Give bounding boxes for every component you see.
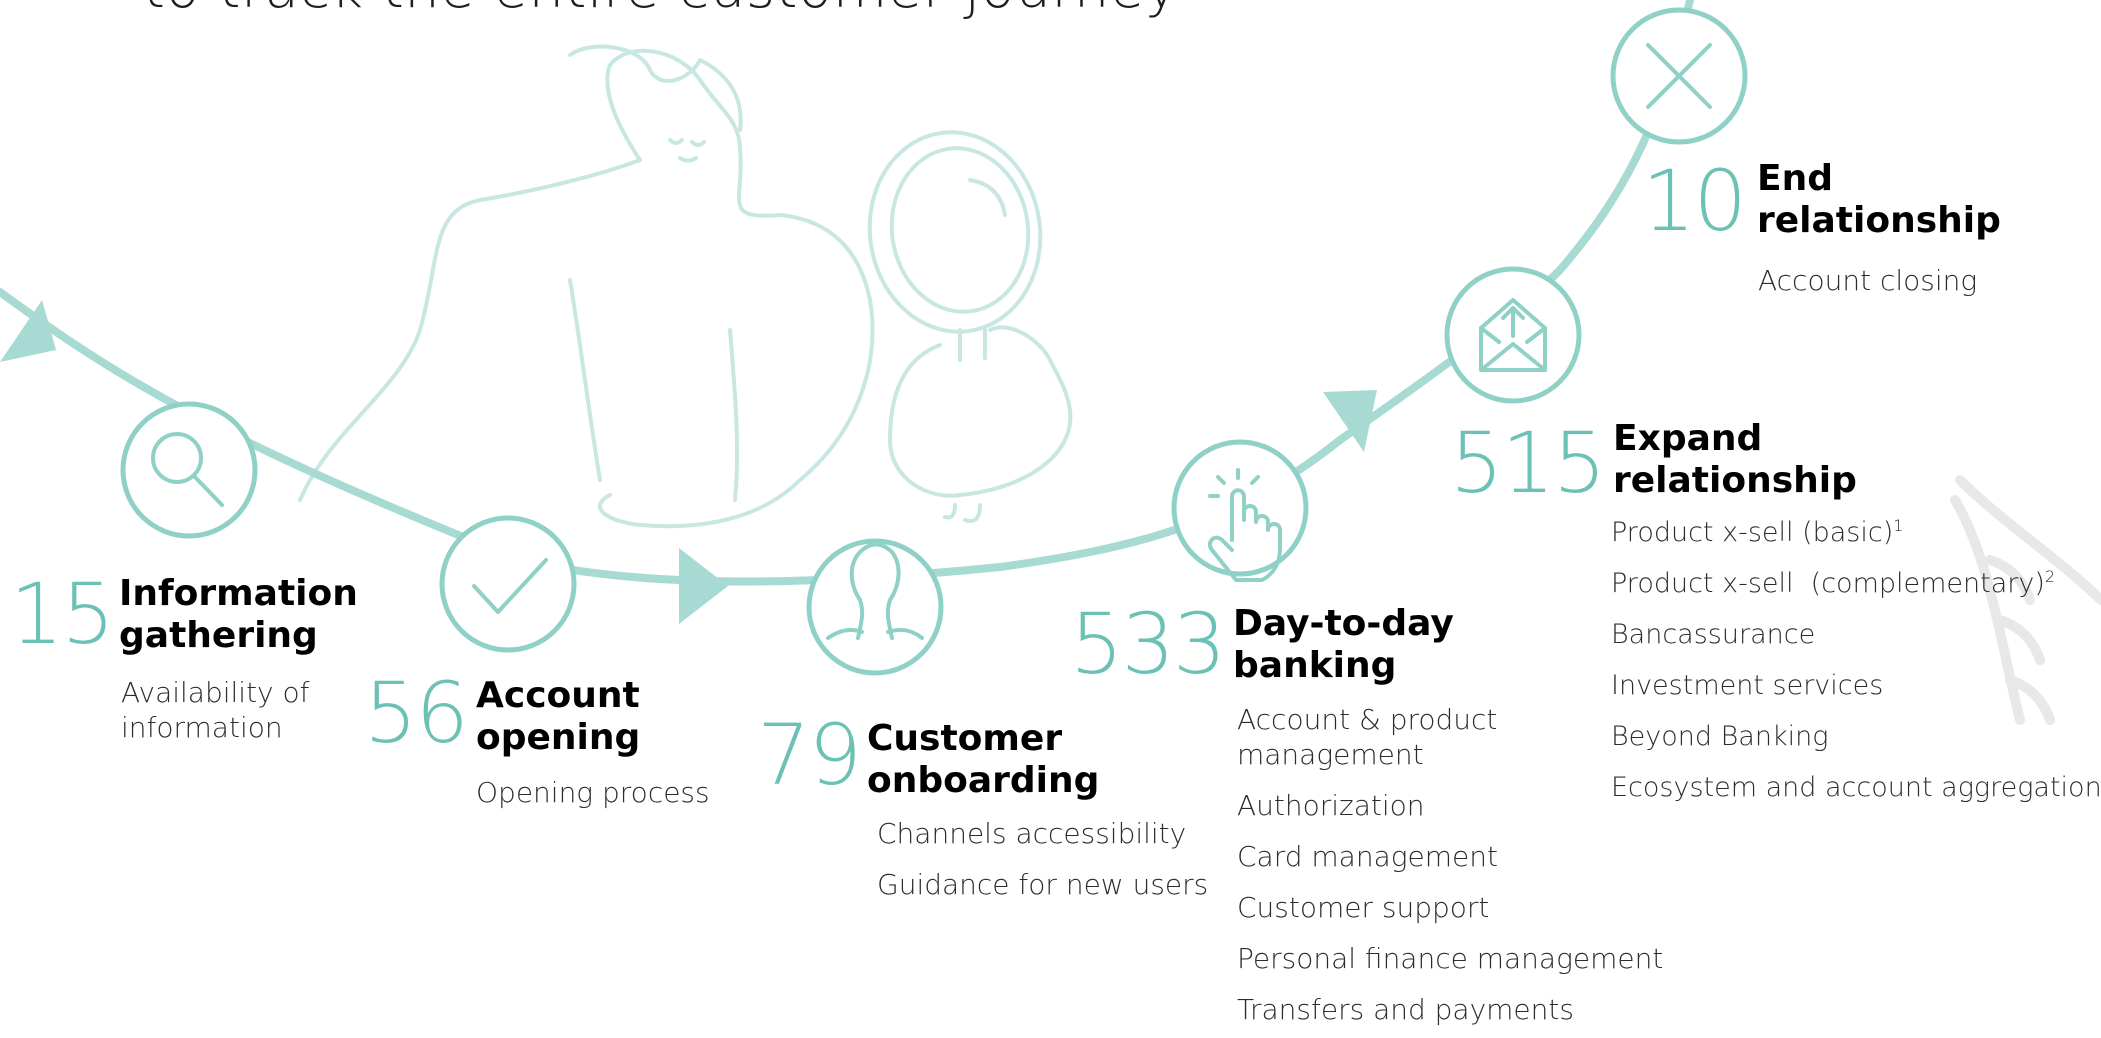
stage-item: Channels accessibility [877,817,1187,850]
stage-icon-circle [439,515,577,653]
stage-label: Day-to-day banking [1233,603,1454,687]
leaf-sketch [1950,475,2101,725]
stage-label: Customer onboarding [867,718,1099,802]
stage-label-line: Day-to-day [1233,603,1454,644]
stage-items: Account & product management Authorizati… [1237,702,1664,1038]
stage-count: 79 [757,706,862,804]
stage-item: Card management [1237,840,1498,873]
stage-item: Personal finance management [1237,942,1664,975]
direction-arrow [1323,390,1377,452]
stage-item: Bancassurance [1611,619,1816,650]
stage-item: Opening process [476,776,710,809]
person-sketch [298,48,875,529]
stage-item-text: Product x-sell (basic) [1611,517,1894,548]
stage-label: Expand relationship [1613,418,1857,502]
stage-label-line: End [1757,158,1833,199]
stage-label-line: Information [119,573,358,614]
user-icon [826,542,924,640]
stage-icon-circle [120,401,258,539]
stage-item: Availability of information [121,676,310,744]
stage-item: Guidance for new users [877,868,1209,901]
stage-icon-circle [1171,439,1309,577]
stage-items: Opening process [476,775,710,826]
stage-label-line: opening [476,717,641,758]
direction-arrow [679,548,728,624]
stage-label-line: banking [1233,645,1397,686]
tap-hand-icon [1207,468,1282,582]
stage-items: Channels accessibility Guidance for new … [877,816,1208,918]
stage-label-line: Customer [867,718,1063,759]
stage-item: Transfers and payments [1237,993,1574,1026]
stage-item: Customer support [1237,891,1490,924]
stage-icon-circle [806,538,944,676]
stage-item: Beyond Banking [1611,721,1829,752]
stage-label-line: relationship [1757,200,2001,241]
stage-label: Account opening [476,675,640,759]
close-icon [1646,43,1712,109]
stage-label-line: gathering [119,615,318,656]
stage-item: Product x-sell (basic)1 [1611,515,2101,550]
stage-item: Authorization [1237,789,1425,822]
stage-label: Information gathering [119,573,358,657]
magnifier-sketch [867,130,1043,334]
stage-item: Product x-sell (complementary)2 [1611,566,2101,601]
stage-items: Account closing [1758,263,1977,314]
stage-count: 515 [1450,414,1606,512]
stage-item: Ecosystem and account aggregation [1611,772,2101,803]
stage-count: 10 [1642,152,1747,250]
stage-count: 533 [1070,595,1226,693]
page-title: to track the entire customer journey [143,0,1179,21]
envelope-upload-icon [1479,298,1547,372]
stage-label-line: Expand [1613,418,1763,459]
stage-label-line: relationship [1613,460,1857,501]
stage-label: End relationship [1757,158,2001,242]
person-hair-sketch [568,44,743,132]
stage-item: Account closing [1758,264,1978,297]
search-icon [151,432,224,507]
stage-label-line: Account [476,675,640,716]
stage-item-text: Product x-sell (complementary) [1611,568,2045,599]
footnote-marker: 2 [2044,567,2056,586]
stage-item: Investment services [1611,670,1884,701]
stage-items: Product x-sell (basic)1 Product x-sell (… [1611,515,2101,821]
direction-arrow [0,300,56,362]
stage-label-line: onboarding [867,760,1100,801]
journey-path [0,0,1694,586]
stage-count: 15 [10,565,115,663]
person-face-sketch [668,138,706,163]
check-icon [472,558,548,614]
magnifier-handle-sketch [888,325,1073,498]
footnote-marker: 1 [1893,516,1904,535]
stage-items: Availability of information [121,675,321,761]
stage-item: Account & product management [1237,703,1498,771]
person-arm-sketch [568,278,740,502]
stage-count: 56 [364,664,469,762]
